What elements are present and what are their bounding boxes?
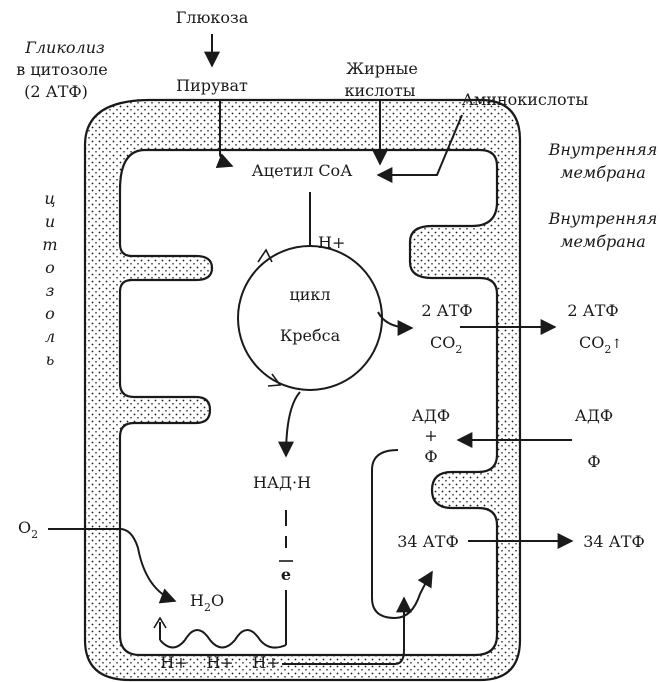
hplus-top-label: H+	[318, 233, 345, 252]
pyruvate-arrow	[215, 100, 234, 169]
hplus-bottom-label-3: H+	[252, 653, 279, 672]
electron-label: e	[281, 565, 291, 584]
atp34-cytosol-label: 34 АТФ	[583, 532, 645, 551]
atp34-matrix-label: 34 АТФ	[397, 532, 459, 551]
proton-wave	[159, 622, 287, 649]
phosphate-matrix-label: Ф	[424, 447, 437, 466]
krebs-cycle-arrow-top	[257, 248, 273, 263]
glycolysis-label-2: в цитозоле	[16, 60, 108, 79]
pyruvate-label: Пируват	[176, 76, 248, 95]
glucose-label: Глюкоза	[176, 8, 249, 27]
phosphate-cytosol-label: Ф	[587, 452, 600, 471]
cytosol-letter: з	[46, 281, 55, 300]
atp2-matrix-label: 2 АТФ	[421, 301, 472, 320]
oxygen-label: O2	[18, 518, 38, 541]
inner-membrane-label-2b: мембрана	[560, 232, 646, 251]
nadh-label: НАД·Н	[253, 473, 311, 492]
atp2-cytosol-label: 2 АТФ	[567, 301, 618, 320]
cytosol-letter: ц	[44, 189, 55, 208]
cytosol-letter: л	[45, 327, 55, 346]
krebs-to-nadh-arrow	[278, 391, 301, 458]
cytosol-letter: ь	[46, 350, 55, 369]
amino-acids-arrow	[376, 114, 463, 183]
oxygen-arrow	[48, 528, 177, 604]
plus-label: +	[424, 426, 437, 445]
cytosol-letter: о	[45, 304, 55, 323]
krebs-cycle-arrow-bottom	[267, 373, 282, 387]
co2-matrix-label: CO2	[430, 333, 462, 356]
glycolysis-label-3: (2 АТФ)	[24, 82, 88, 101]
inner-membrane-label-1b: мембрана	[560, 163, 646, 182]
proton-wave-arrowhead	[153, 616, 167, 629]
fatty-acids-label-2: кислоты	[344, 81, 415, 100]
cytosol-letter: т	[42, 235, 57, 254]
krebs-to-atp-arrow	[377, 311, 414, 336]
cytosol-letter: о	[45, 258, 55, 277]
krebs-label-1: цикл	[289, 285, 330, 304]
inner-membrane	[118, 148, 499, 657]
atp-synthase-path	[371, 449, 433, 620]
fatty-acids-label-1: Жирные	[346, 59, 418, 78]
cytosol-letter: и	[45, 212, 55, 231]
inner-membrane-label-2a: Внутренняя	[548, 209, 658, 228]
proton-return-arrow	[282, 596, 412, 665]
amino-acids-label: Аминокислоты	[462, 90, 589, 109]
adp-matrix-label: АДФ	[412, 406, 450, 425]
acetyl-coa-label: Ацетил СоА	[252, 161, 353, 180]
hplus-bottom-label-2: H+	[206, 653, 233, 672]
inner-membrane-label-1a: Внутренняя	[548, 140, 658, 159]
krebs-label-2: Кребса	[280, 326, 341, 345]
glycolysis-label-1: Гликолиз	[24, 38, 105, 57]
hplus-bottom-label-1: H+	[160, 653, 187, 672]
co2-cytosol-label: CO2↑	[579, 333, 622, 356]
water-label: H2O	[190, 591, 224, 614]
adp-cytosol-label: АДФ	[575, 406, 613, 425]
